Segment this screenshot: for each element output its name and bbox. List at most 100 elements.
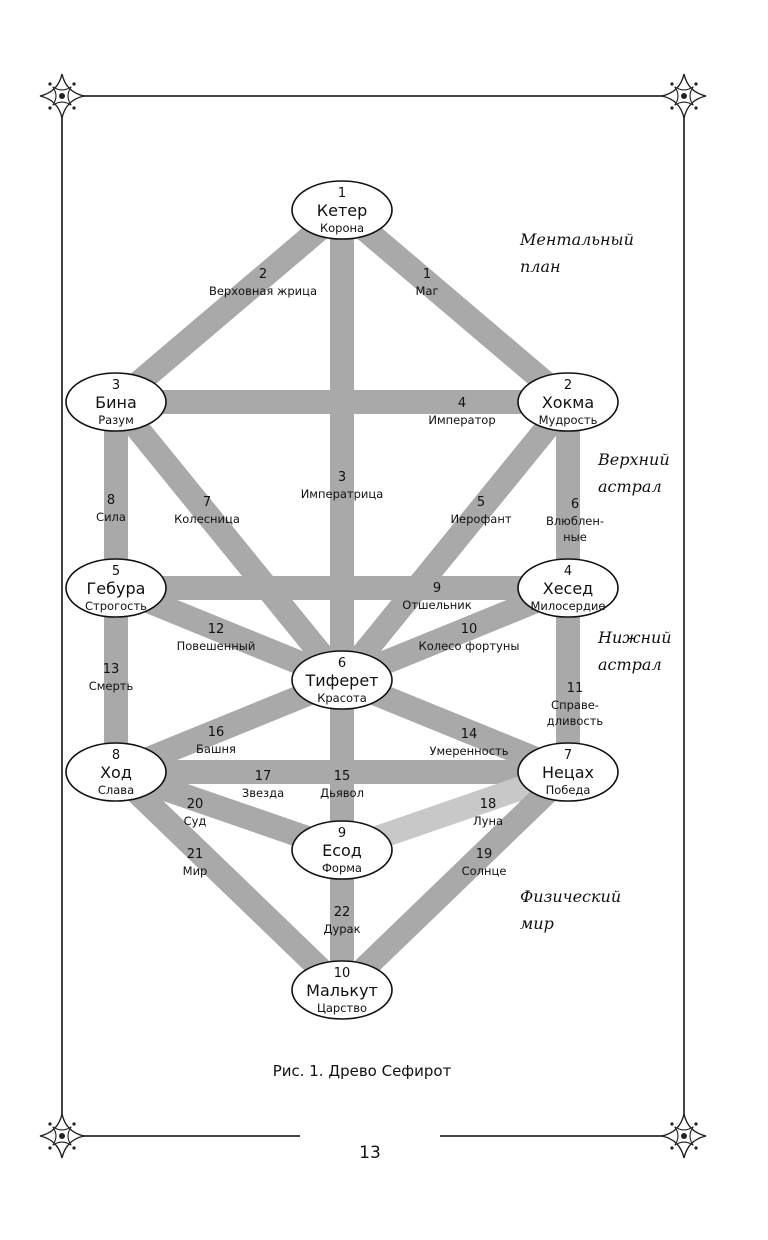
sephira-meaning: Форма (322, 861, 362, 875)
path-bar-5 (332, 394, 578, 688)
path-number: 19 (476, 847, 493, 862)
sephira-number: 10 (334, 966, 351, 981)
path-number: 12 (208, 622, 225, 637)
sephira-ellipse (65, 742, 167, 802)
path-bar-7 (106, 394, 352, 688)
sephira-meaning: Корона (320, 221, 364, 235)
sephira-ellipse (291, 180, 393, 240)
page-frame (39, 73, 707, 1159)
path-number: 10 (461, 622, 478, 637)
path-arcana-name: Колесо фортуны (419, 639, 520, 653)
path-number: 16 (208, 725, 225, 740)
path-number: 9 (433, 581, 441, 596)
path-number: 11 (567, 681, 584, 696)
path-number: 4 (458, 396, 466, 411)
sephira-number: 1 (338, 186, 346, 201)
sephira-ellipse (65, 558, 167, 618)
path-arcana-name: Башня (196, 742, 236, 756)
four-point-star-ornament-icon (661, 73, 707, 119)
path-arcana-name: ные (563, 530, 587, 544)
plane-label-line: Нижний (597, 628, 672, 647)
path-arcana-name: Солнце (462, 864, 507, 878)
path-number: 20 (187, 797, 204, 812)
figure-caption: Рис. 1. Древо Сефирот (273, 1062, 452, 1080)
path-arcana-name: Умеренность (429, 744, 508, 758)
sephira-ellipse (291, 650, 393, 710)
sephira-ellipse (517, 558, 619, 618)
sephira-number: 6 (338, 656, 346, 671)
sephira-meaning: Царство (317, 1001, 367, 1015)
sephira-number: 7 (564, 748, 572, 763)
sephira-number: 3 (112, 378, 120, 393)
sephira-name: Нецах (542, 763, 594, 782)
plane-label-line: Верхний (597, 450, 670, 469)
plane-label-line: план (520, 257, 561, 276)
sephira-ellipse (65, 372, 167, 432)
sephira-ellipse (517, 742, 619, 802)
path-number: 1 (423, 267, 431, 282)
sephira-meaning: Победа (546, 783, 591, 797)
sephira-meaning: Мудрость (539, 413, 598, 427)
path-arcana-name: Отшельник (402, 598, 471, 612)
path-number: 18 (480, 797, 497, 812)
path-arcana-name: Влюблен- (546, 514, 604, 528)
sephira-meaning: Слава (98, 783, 134, 797)
sephirot-layer: 1КетерКорона2ХокмаМудрость3БинаРазум4Хес… (65, 180, 619, 1020)
path-number: 14 (461, 727, 478, 742)
plane-label-line: мир (520, 914, 554, 933)
sephira-ellipse (291, 820, 393, 880)
path-arcana-name: Повешенный (177, 639, 256, 653)
path-arcana-name: Императрица (301, 487, 384, 501)
sephira-number: 4 (564, 564, 572, 579)
path-number: 15 (334, 769, 351, 784)
sephira-meaning: Строгость (85, 599, 147, 613)
planes-layer: МентальныйпланВерхнийастралНижнийастралФ… (519, 230, 672, 933)
sephira-ellipse (291, 960, 393, 1020)
path-bar-2 (108, 200, 350, 412)
sephira-name: Ход (100, 763, 132, 782)
path-number: 7 (203, 495, 211, 510)
sephira-number: 5 (112, 564, 120, 579)
path-number: 6 (571, 497, 579, 512)
four-point-star-ornament-icon (39, 1113, 85, 1159)
path-number: 22 (334, 905, 351, 920)
page-number: 13 (359, 1143, 381, 1163)
path-arcana-name: Смерть (89, 679, 134, 693)
path-number: 13 (103, 662, 120, 677)
sephira-name: Кетер (317, 201, 368, 220)
four-point-star-ornament-icon (661, 1113, 707, 1159)
path-arcana-name: дливость (547, 714, 604, 728)
sephira-name: Малькут (306, 981, 378, 1000)
path-arcana-name: Справе- (551, 698, 599, 712)
path-arcana-name: Сила (96, 510, 126, 524)
sephira-name: Хокма (542, 393, 594, 412)
sephira-number: 2 (564, 378, 572, 393)
